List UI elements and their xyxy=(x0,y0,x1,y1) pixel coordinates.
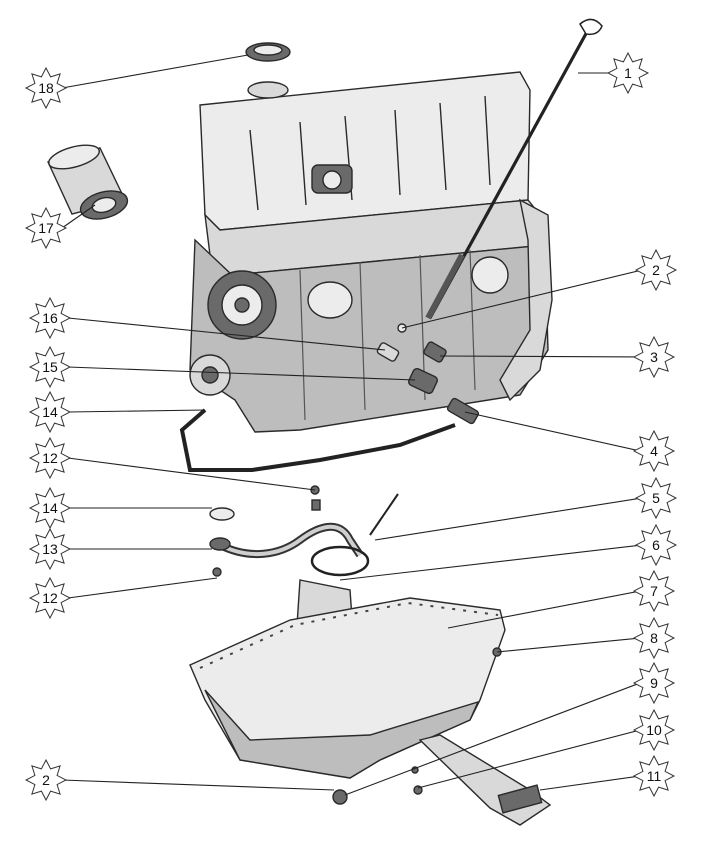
callout-c7: 7 xyxy=(632,569,676,613)
callout-number: 2 xyxy=(42,772,50,788)
callout-star-icon xyxy=(606,51,650,95)
callout-c3: 3 xyxy=(632,335,676,379)
callout-c12b: 12 xyxy=(28,576,72,620)
callout-number: 12 xyxy=(42,450,58,466)
callout-number: 17 xyxy=(38,220,54,236)
callout-c14b: 14 xyxy=(28,390,72,434)
callout-star-icon xyxy=(632,661,676,705)
callout-number: 12 xyxy=(42,590,58,606)
callout-c13: 13 xyxy=(28,527,72,571)
callout-number: 13 xyxy=(42,541,58,557)
callout-c10: 10 xyxy=(632,708,676,752)
callout-c9: 9 xyxy=(632,661,676,705)
callout-c14a: 14 xyxy=(28,486,72,530)
callout-star-icon xyxy=(632,569,676,613)
callout-star-icon xyxy=(28,390,72,434)
leader-lines xyxy=(61,54,643,796)
callout-c11: 11 xyxy=(632,754,676,798)
callout-star-icon xyxy=(632,616,676,660)
callout-number: 16 xyxy=(42,310,58,326)
callout-c2b: 2 xyxy=(24,758,68,802)
callout-number: 6 xyxy=(652,537,660,553)
callout-star-icon xyxy=(24,66,68,110)
callout-number: 2 xyxy=(652,262,660,278)
fasteners xyxy=(212,485,502,805)
callout-number: 11 xyxy=(647,768,662,784)
callout-number: 5 xyxy=(652,490,660,506)
callout-star-icon xyxy=(28,576,72,620)
engine-block xyxy=(189,71,553,433)
callout-number: 14 xyxy=(42,500,58,516)
sump-gasket xyxy=(179,408,456,472)
callout-star-icon xyxy=(632,429,676,473)
callout-number: 3 xyxy=(650,349,658,365)
callout-number: 14 xyxy=(42,404,58,420)
filler-cap xyxy=(245,42,291,99)
oil-sump xyxy=(189,597,506,779)
callout-number: 7 xyxy=(650,583,658,599)
sump-bracket xyxy=(418,734,552,826)
oil-pressure-switches xyxy=(376,323,480,425)
callout-c1: 1 xyxy=(606,51,650,95)
oil-filter xyxy=(47,144,129,220)
callout-star-icon xyxy=(634,476,678,520)
callout-star-icon xyxy=(28,527,72,571)
callout-c4: 4 xyxy=(632,429,676,473)
callout-number: 9 xyxy=(650,675,658,691)
callout-star-icon xyxy=(632,754,676,798)
callout-number: 8 xyxy=(650,630,658,646)
callout-star-icon xyxy=(28,296,72,340)
callout-star-icon xyxy=(634,248,678,292)
callout-c16: 16 xyxy=(28,296,72,340)
callout-c17: 17 xyxy=(24,206,68,250)
callout-number: 1 xyxy=(624,65,632,81)
callout-star-icon xyxy=(24,206,68,250)
callout-number: 4 xyxy=(650,443,658,459)
callout-star-icon xyxy=(634,523,678,567)
callout-star-icon xyxy=(28,436,72,480)
callout-star-icon xyxy=(28,345,72,389)
oil-pickup-pipe xyxy=(209,493,399,577)
callout-star-icon xyxy=(632,335,676,379)
callout-number: 10 xyxy=(646,722,662,738)
callout-c2: 2 xyxy=(634,248,678,292)
callout-number: 18 xyxy=(38,80,54,96)
oil-dipstick xyxy=(425,18,603,320)
callout-c18: 18 xyxy=(24,66,68,110)
callout-c5: 5 xyxy=(634,476,678,520)
callout-c12a: 12 xyxy=(28,436,72,480)
callout-star-icon xyxy=(24,758,68,802)
callout-c8: 8 xyxy=(632,616,676,660)
callout-star-icon xyxy=(632,708,676,752)
callout-number: 15 xyxy=(42,359,58,375)
callout-c6: 6 xyxy=(634,523,678,567)
callout-c15: 15 xyxy=(28,345,72,389)
